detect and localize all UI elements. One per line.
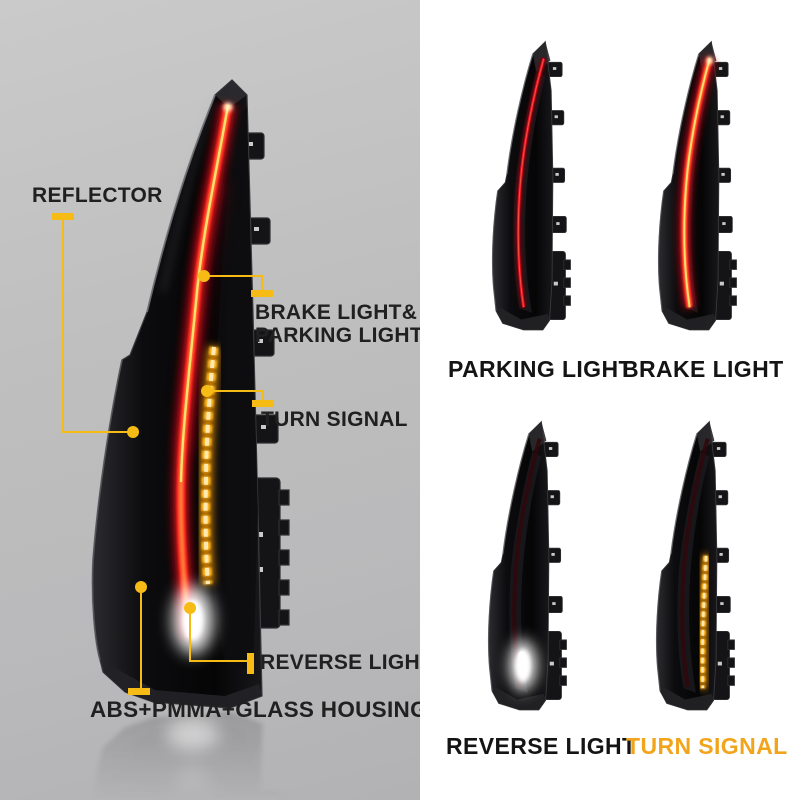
- reverse-light-caption: REVERSE LIGHT: [446, 733, 637, 759]
- brake-callout-bar: [251, 290, 273, 297]
- housing-callout-bar: [128, 688, 150, 695]
- reverse-light-image: [482, 414, 574, 726]
- reflector-callout-line-v: [62, 220, 64, 432]
- reflector-label: REFLECTOR: [32, 184, 163, 207]
- turn-callout-line-v: [262, 390, 264, 401]
- reflector-callout-dot: [127, 426, 139, 438]
- parking-light-image: [486, 34, 578, 346]
- parking-light-caption: PARKING LIGHT: [448, 356, 633, 382]
- turn-signal-caption: TURN SIGNAL: [626, 733, 788, 759]
- reflector-callout-bar: [52, 213, 74, 220]
- turn-callout-line-h: [207, 390, 264, 392]
- reverse-light-glow: [173, 586, 213, 654]
- brake-light-caption: BRAKE LIGHT: [622, 356, 784, 382]
- reflector-callout-line-h: [62, 431, 130, 433]
- brake-light-strip: [172, 102, 236, 639]
- turn-signal-image: [650, 414, 742, 726]
- turn-signal-label: TURN SIGNAL: [261, 408, 408, 431]
- reverse-callout-line-h: [189, 660, 249, 662]
- brake-callout-line-v: [261, 275, 263, 291]
- diagram-panel: REFLECTOR BRAKE LIGHT& PARKING LIGHT TUR…: [0, 0, 433, 800]
- turn-callout-bar: [252, 400, 274, 407]
- reverse-light-label: REVERSE LIGHT: [260, 651, 434, 674]
- reverse-callout-bar: [247, 653, 254, 674]
- brake-parking-label: BRAKE LIGHT& PARKING LIGHT: [255, 301, 424, 347]
- housing-material-label: ABS+PMMA+GLASS HOUSING: [90, 697, 428, 722]
- variants-panel: PARKING LIGHT BRAKE LIGHT REVERSE LIGHT …: [420, 0, 800, 800]
- brake-light-image: [652, 34, 744, 346]
- brake-callout-line-h: [204, 275, 263, 277]
- reverse-callout-line-v: [189, 608, 191, 662]
- housing-callout-line-v: [140, 587, 142, 689]
- main-taillight-image: [85, 79, 315, 800]
